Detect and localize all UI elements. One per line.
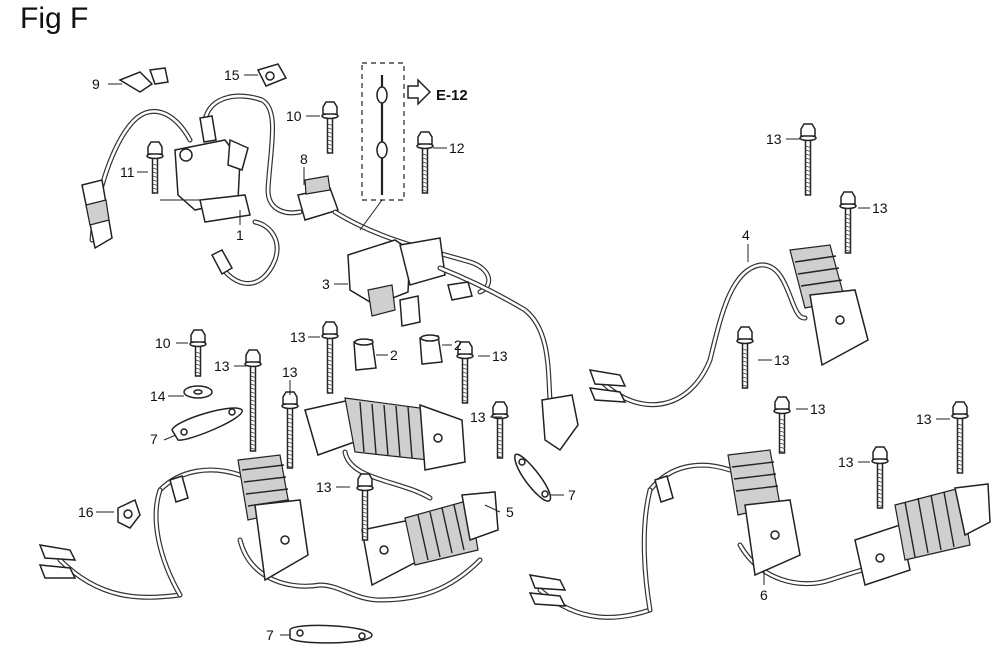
figure-title: Fig F [20,2,89,35]
clip-part-9 [118,67,169,93]
callout-13-l: 13 [916,411,932,427]
hex-bolt [839,191,857,254]
callout-2-right: 2 [454,337,462,353]
plate-7-bottom [289,624,373,644]
callout-13-a: 13 [290,329,306,345]
hex-bolt [321,321,339,394]
callout-1: 1 [236,227,244,243]
callout-9: 9 [92,76,100,92]
callout-16: 16 [78,504,94,520]
plate-7-left [171,407,243,441]
hex-bolt [146,141,164,194]
callout-11: 11 [120,164,135,180]
clip-16 [117,498,141,529]
callout-13-j: 13 [810,401,826,417]
reference-label-e12: E-12 [436,87,468,104]
callout-13-i: 13 [774,352,790,368]
ignition-coil-assembly-topleft [81,93,492,295]
callout-4: 4 [742,227,750,243]
callout-13-f: 13 [316,479,332,495]
callout-13-b: 13 [492,348,508,364]
hex-bolt [244,349,262,452]
hex-bolt [416,131,434,194]
callout-13-e: 13 [470,409,486,425]
hex-bolt [189,329,207,377]
callout-7-right: 7 [568,487,576,503]
callout-13-c: 13 [214,358,230,374]
hex-bolt [799,123,817,196]
ignition-coil-pair-center [304,397,499,587]
callout-8: 8 [300,151,308,167]
callout-10-left: 10 [155,335,171,351]
washer-14 [183,385,213,399]
ignition-coil-harness-left [38,454,483,603]
callout-13-k: 13 [838,454,854,470]
callout-2-left: 2 [390,347,398,363]
callout-7-bottom: 7 [266,627,274,643]
hex-bolt [281,391,299,469]
callout-13-g: 13 [766,131,782,147]
callout-13-d: 13 [282,364,298,380]
bolt-group [146,101,969,541]
hex-bolt [951,401,969,474]
callout-5: 5 [506,504,514,520]
callout-3: 3 [322,276,330,292]
callout-10-top: 10 [286,108,302,124]
hex-bolt [736,326,754,389]
reference-arrow-e12 [407,78,432,106]
clip-part-15 [256,63,288,87]
hex-bolt [356,473,374,541]
hex-bolt [871,446,889,509]
callout-15: 15 [224,67,240,83]
callout-12: 12 [449,140,465,156]
callout-labels: 9 15 10 11 1 8 3 2 2 12 13 13 10 13 13 1… [78,67,932,643]
ignition-coil-harness-6 [528,449,991,620]
callout-6: 6 [760,587,768,603]
callout-13-h: 13 [872,200,888,216]
ignition-coil-assembly-4 [588,244,869,408]
callout-14: 14 [150,388,166,404]
hex-bolt [456,341,474,404]
plate-7-right [514,453,552,502]
hex-bolt [491,401,509,459]
hex-bolt [773,396,791,454]
callout-leaders [96,74,950,636]
hex-bolt [321,101,339,154]
callout-7-left: 7 [150,431,158,447]
ignition-module-center [347,62,579,452]
